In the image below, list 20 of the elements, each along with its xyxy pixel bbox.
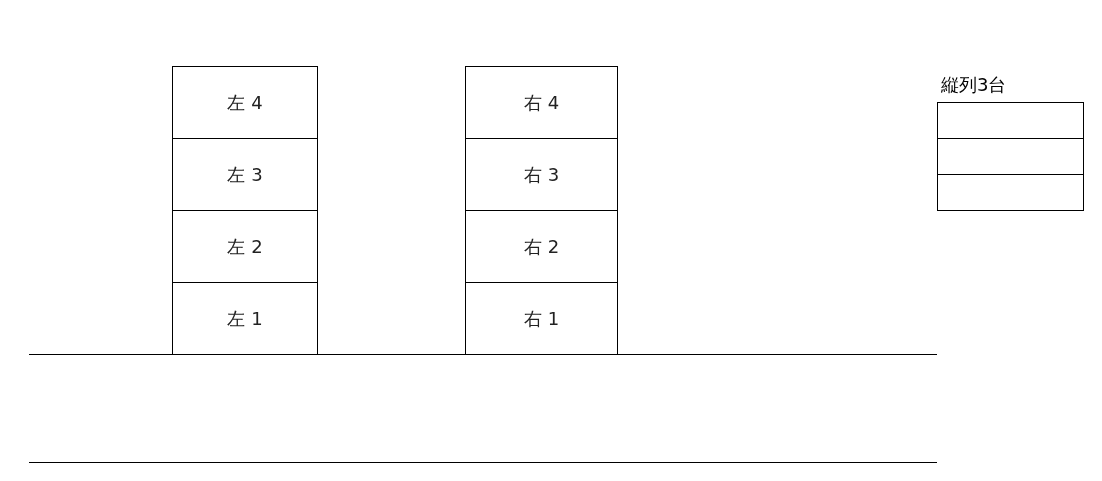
parking-space-box xyxy=(172,210,318,283)
parking-space-box xyxy=(937,138,1084,175)
parking-space-box xyxy=(465,210,618,283)
parking-space-box xyxy=(465,66,618,139)
space-label: 右 1 xyxy=(523,306,560,331)
parking-space-box xyxy=(465,282,618,355)
space-label: 左 2 xyxy=(227,234,263,259)
parking-space-box xyxy=(172,282,318,355)
parking-space-box xyxy=(465,138,618,211)
parking-space-box xyxy=(937,174,1084,211)
space-label: 右 2 xyxy=(523,234,560,259)
space-label: 右 4 xyxy=(523,90,560,115)
parking-space-box xyxy=(172,66,318,139)
space-label: 左 1 xyxy=(227,306,263,331)
space-label: 右 3 xyxy=(523,162,560,187)
parking-space-box xyxy=(937,102,1084,139)
group-heading: 縦列3台 xyxy=(941,73,1007,97)
parking-space-box xyxy=(172,138,318,211)
space-label: 左 4 xyxy=(227,90,263,115)
space-label: 左 3 xyxy=(227,162,263,187)
